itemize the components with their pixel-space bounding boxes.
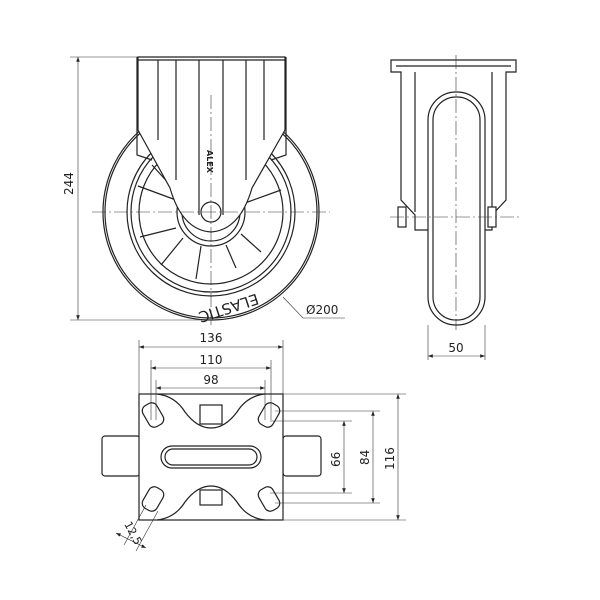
hole-spacing-short-dimension: 66 <box>329 452 343 467</box>
plate-width-dimension: 136 <box>200 331 223 345</box>
height-dimension: 244 <box>62 172 76 195</box>
plate-length-dimension: 116 <box>383 447 397 470</box>
side-wheel <box>427 91 486 326</box>
diameter-dimension: Ø200 <box>306 303 338 317</box>
center-slot <box>160 445 262 469</box>
hole-spacing-inner-dimension: 98 <box>203 373 218 387</box>
slot-width-dimension: 12,5 <box>121 519 144 547</box>
hole-spacing-long-dimension: 84 <box>358 450 372 465</box>
plan-wheel-right <box>282 435 322 477</box>
plan-view: 136 110 98 116 84 66 12,5 <box>101 331 406 552</box>
width-dimension: 50 <box>448 341 463 355</box>
tire-label: ELASTIC <box>196 290 261 326</box>
brand-logo: ALEX <box>205 150 214 174</box>
plan-wheel-left <box>101 435 141 477</box>
side-view: 50 <box>390 55 520 360</box>
front-view: ALEX ELASTIC 244 Ø200 <box>62 56 345 326</box>
hole-spacing-outer-dimension: 110 <box>200 353 223 367</box>
plan-nut-bottom <box>199 489 223 506</box>
plan-nut-top <box>199 404 223 425</box>
